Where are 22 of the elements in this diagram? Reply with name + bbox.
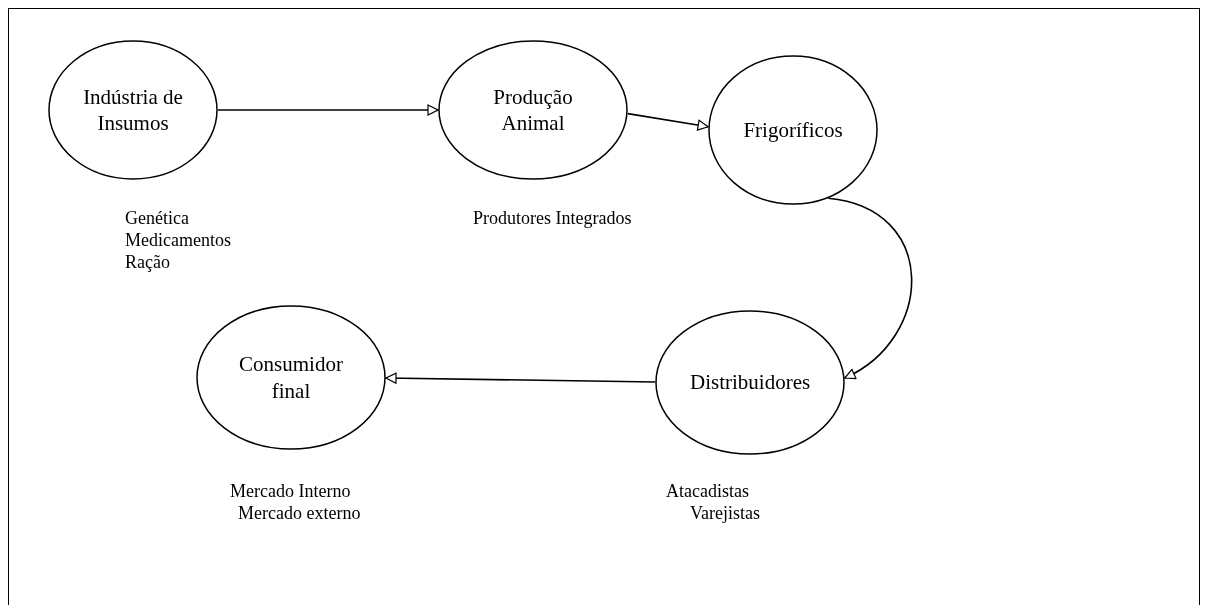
node-caption: Mercado externo: [238, 502, 361, 524]
process-ellipse: [196, 305, 386, 450]
node-caption: Genética: [125, 207, 189, 229]
arrow: [385, 372, 656, 384]
process-ellipse: [48, 40, 218, 180]
node-caption: Mercado Interno: [230, 480, 351, 502]
arrow: [827, 197, 913, 379]
node-caption: Produtores Integrados: [473, 207, 632, 229]
node-caption: Medicamentos: [125, 229, 231, 251]
process-ellipse: [655, 310, 845, 455]
node-label: Produção Animal: [492, 83, 574, 137]
node-label: Distribuidores: [690, 369, 810, 396]
node-label: Indústria de Insumos: [82, 83, 184, 137]
node-label: Frigoríficos: [743, 116, 843, 144]
process-ellipse: [708, 55, 878, 205]
process-ellipse: [438, 40, 628, 180]
node-caption: Atacadistas: [666, 480, 749, 502]
node-label: Consumidor final: [238, 351, 344, 404]
arrow: [217, 104, 439, 116]
node-caption: Varejistas: [690, 502, 760, 524]
node-caption: Ração: [125, 251, 170, 273]
arrow: [627, 112, 709, 131]
